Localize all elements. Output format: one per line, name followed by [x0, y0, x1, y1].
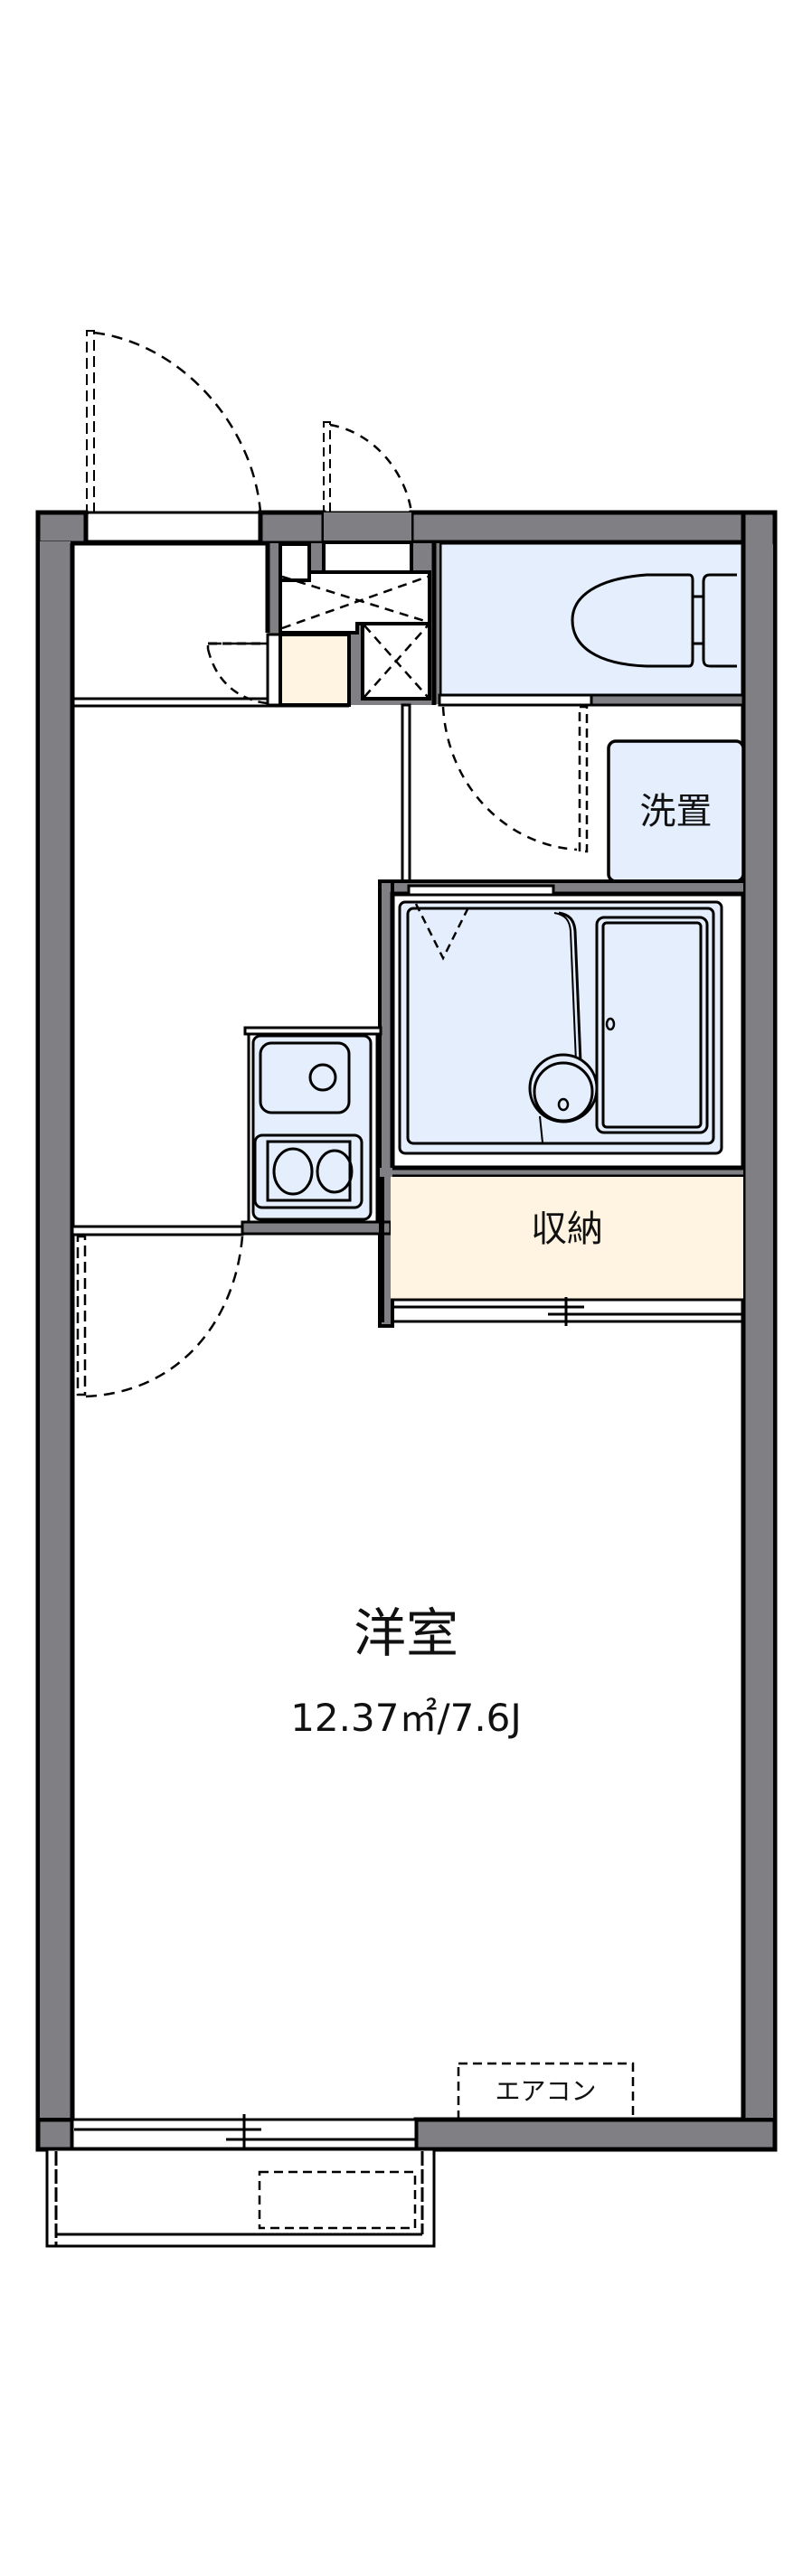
air-conditioner-label: エアコン: [495, 2076, 597, 2106]
toilet-room: [431, 540, 746, 707]
outdoor-ac-unit: [258, 2170, 417, 2230]
toilet-icon: [571, 573, 737, 668]
unit-bath: [378, 879, 746, 1328]
air-conditioner: [457, 2062, 635, 2121]
room-door[interactable]: [71, 1225, 244, 1398]
bathtub-icon: [595, 916, 709, 1134]
room-label-washer: 洗置: [639, 791, 713, 832]
storage-closet: [379, 1165, 743, 1326]
balcony-window[interactable]: [71, 2114, 418, 2155]
toilet-door[interactable]: [441, 705, 589, 853]
stove-icon: [253, 1133, 364, 1209]
kitchen-counter: [243, 1026, 382, 1224]
storage-sliding-door[interactable]: [391, 1297, 743, 1326]
entry-door[interactable]: [86, 330, 262, 543]
room-area-western: 12.37㎡/7.6J: [290, 1696, 522, 1740]
room-label-western: 洋室: [353, 1603, 458, 1664]
room-label-storage: 収納: [531, 1208, 603, 1250]
entry-step: [72, 697, 349, 708]
balcony: [45, 2148, 436, 2248]
hall-partition: [401, 703, 411, 884]
sink-icon: [259, 1041, 351, 1114]
shoe-cabinet: [266, 633, 351, 707]
